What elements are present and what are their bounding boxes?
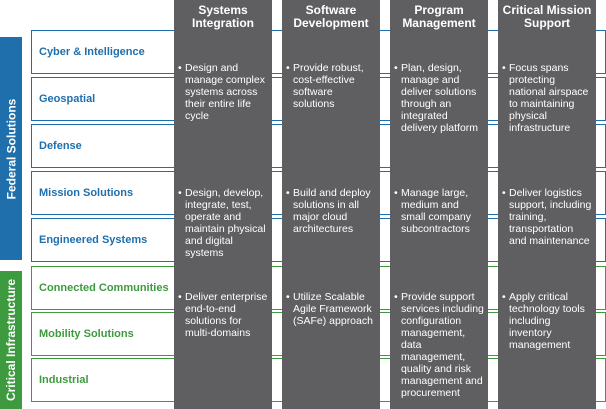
column-cell: •Deliver logistics support, including tr… [502,187,592,247]
row-label-cyber: Cyber & Intelligence [39,46,145,58]
row-label-industrial: Industrial [39,374,89,386]
row-label-mobility: Mobility Solutions [39,328,134,340]
federal-band [0,37,22,260]
row-label-mission: Mission Solutions [39,187,134,199]
column-cell: •Provide support services including conf… [394,291,484,399]
column-title: Program Management [402,3,476,30]
row-label-geospatial: Geospatial [39,93,96,105]
critical-band [0,271,22,409]
column-cell: •Utilize Scalable Agile Framework (SAFe)… [286,291,373,327]
row-label-defense: Defense [39,140,82,152]
column-cell: •Build and deploy solutions in all major… [286,187,371,235]
column-cell: •Provide robust, cost-effective software… [286,62,364,110]
critical-label: Critical Infrastructure [4,278,19,402]
column-cell: •Design and manage complex systems acros… [178,62,265,122]
column-cell: •Plan, design, manage and deliver soluti… [394,62,479,134]
column-program-management [390,0,488,409]
column-title: Critical Mission Support [502,3,592,30]
row-label-connected: Connected Communities [39,282,169,294]
column-cell: •Deliver enterprise end-to-end solutions… [178,291,268,339]
row-label-engineered: Engineered Systems [39,234,148,246]
federal-label: Federal Solutions [4,98,18,199]
column-title: Software Development [293,3,369,30]
column-cell: •Manage large, medium and small company … [394,187,472,235]
column-critical-mission-support [498,0,596,409]
column-software-development [282,0,380,409]
column-cell: •Apply critical technology tools includi… [502,291,585,351]
column-title: Systems Integration [192,3,254,30]
column-cell: •Focus spans protecting national airspac… [502,62,589,134]
column-systems-integration [174,0,272,409]
column-cell: •Design, develop, integrate, test, opera… [178,187,266,259]
